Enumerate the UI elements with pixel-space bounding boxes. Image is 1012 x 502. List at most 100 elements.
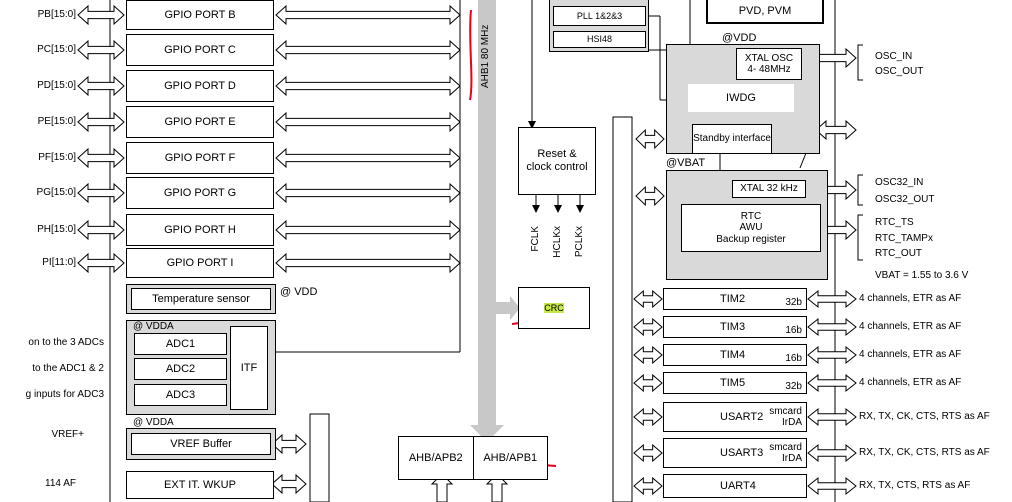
gpio-pin-label: PD[15:0] xyxy=(37,80,76,91)
usart-name: USART3 xyxy=(720,446,764,459)
bus-arrow xyxy=(635,185,665,207)
hsi48-block: HSI48 xyxy=(553,31,646,48)
clk-out-fclk: FCLK xyxy=(530,226,541,252)
gpio-port-block: GPIO PORT B xyxy=(126,0,274,30)
adc-input-3: g inputs for ADC3 xyxy=(25,389,104,400)
temperature-sensor-label: Temperature sensor xyxy=(152,292,250,305)
osc-out-pin: OSC_OUT xyxy=(875,66,924,77)
gpio-io-arrow xyxy=(77,252,125,274)
adc3-label: ADC3 xyxy=(165,388,196,401)
adc2-block: ADC2 xyxy=(134,358,227,380)
gpio-bus-arrow xyxy=(275,219,461,241)
usart-extra: smcard IrDA xyxy=(769,405,802,429)
timer-io-label: 4 channels, ETR as AF xyxy=(859,321,962,332)
gpio-io-arrow xyxy=(77,182,125,204)
vref-buffer: VREF Buffer xyxy=(131,433,271,455)
uart-io-label: RX, TX, CTS, RTS as AF xyxy=(859,480,971,491)
gpio-port-block: GPIO PORT I xyxy=(126,248,274,278)
timer-name: TIM3 xyxy=(720,320,746,333)
osc-in-pin: OSC_IN xyxy=(875,51,913,62)
xtal32-block: XTAL 32 kHz xyxy=(732,180,806,198)
pvd-block: PVD, PVM xyxy=(706,0,824,24)
xtal-osc-block: XTAL OSC 4- 48MHz xyxy=(736,48,802,80)
reset-clock-control: Reset & clock control xyxy=(518,127,596,195)
gpio-bus-arrow xyxy=(275,39,461,61)
itf-label: ITF xyxy=(240,361,258,374)
gpio-bus-arrow xyxy=(275,252,461,274)
timer-name: TIM5 xyxy=(720,376,746,389)
vref-pin: VREF+ xyxy=(51,429,84,440)
adc1-block: ADC1 xyxy=(134,333,227,355)
gpio-io-arrow xyxy=(77,147,125,169)
rtc-block: RTC AWU Backup register xyxy=(681,204,821,252)
timer-io-label: 4 channels, ETR as AF xyxy=(859,349,962,360)
gpio-bus-arrow xyxy=(275,111,461,133)
gpio-pin-label: PI[11:0] xyxy=(42,257,76,268)
iwdg-block: IWDG xyxy=(688,84,794,112)
gpio-bus-arrow xyxy=(275,75,461,97)
timer-name: TIM4 xyxy=(720,348,746,361)
vdda-label-vref: @ VDDA xyxy=(133,417,174,428)
periph-io-arrow xyxy=(807,345,857,365)
timer-bits: 32b xyxy=(785,380,802,392)
crc-label: CRC xyxy=(544,302,564,314)
ahb-bus xyxy=(478,0,496,425)
gpio-bus-arrow xyxy=(275,147,461,169)
rtc-out-pin: RTC_OUT xyxy=(875,248,923,259)
uart-block: UART4 xyxy=(663,474,807,498)
gpio-port-label: GPIO PORT H xyxy=(164,223,236,236)
ahb-apb2-label: AHB/APB2 xyxy=(408,451,463,464)
timer-bits: 16b xyxy=(785,352,802,364)
ahb-bus-label: AHB1 80 MHz xyxy=(480,24,491,88)
ahb-apb1-label: AHB/APB1 xyxy=(483,451,538,464)
vdd-label: @ VDD xyxy=(280,286,318,298)
gpio-port-label: GPIO PORT C xyxy=(164,43,236,56)
gpio-port-label: GPIO PORT F xyxy=(164,151,236,164)
usart-io-label: RX, TX, CK, CTS, RTS as AF xyxy=(859,411,990,422)
iwdg-label: IWDG xyxy=(726,91,756,104)
bus-arrow xyxy=(271,433,307,455)
adc3-block: ADC3 xyxy=(134,384,227,406)
bus-arrow xyxy=(815,119,857,141)
usart-io-label: RX, TX, CK, CTS, RTS as AF xyxy=(859,447,990,458)
exti-block: EXT IT. WKUP xyxy=(126,471,274,499)
pll-label: PLL 1&2&3 xyxy=(576,10,623,21)
timer-block: TIM5 32b xyxy=(663,372,807,394)
timer-io-label: 4 channels, ETR as AF xyxy=(859,293,962,304)
periph-bus-arrow xyxy=(633,289,663,309)
clk-out-hclk: HCLKx xyxy=(552,226,563,258)
periph-io-arrow xyxy=(807,476,857,496)
gpio-pin-label: PB[15:0] xyxy=(37,9,76,20)
bus-arrow xyxy=(271,473,307,495)
bus-arrow xyxy=(635,128,665,150)
usart-name: USART2 xyxy=(720,410,764,423)
gpio-port-block: GPIO PORT G xyxy=(126,177,274,209)
timer-bits: 32b xyxy=(785,296,802,308)
gpio-io-arrow xyxy=(77,219,125,241)
adc1-label: ADC1 xyxy=(165,337,196,350)
rtc-ts-pin: RTC_TS xyxy=(875,217,914,228)
gpio-port-label: GPIO PORT G xyxy=(163,186,237,199)
gpio-bus-arrow xyxy=(275,4,461,26)
periph-bus-arrow xyxy=(633,476,663,496)
hsi48-label: HSI48 xyxy=(586,34,612,45)
usart-block: USART3 smcard IrDA xyxy=(663,438,807,468)
itf-block: ITF xyxy=(230,326,268,410)
timer-io-label: 4 channels, ETR as AF xyxy=(859,377,962,388)
pvd-label: PVD, PVM xyxy=(738,4,792,17)
exti-af: 114 AF xyxy=(45,478,76,489)
usart-extra: smcard IrDA xyxy=(769,441,802,465)
periph-io-arrow xyxy=(807,289,857,309)
standby-interface: Standby interface xyxy=(692,124,772,154)
apb-bridge-block: AHB/APB2 AHB/APB1 xyxy=(398,436,548,480)
timer-block: TIM4 16b xyxy=(663,344,807,366)
gpio-pin-label: PH[15:0] xyxy=(37,224,76,235)
gpio-port-label: GPIO PORT I xyxy=(166,256,234,269)
gpio-pin-label: PF[15:0] xyxy=(38,152,76,163)
xtal-osc-label: XTAL OSC 4- 48MHz xyxy=(744,52,794,76)
periph-bus-arrow xyxy=(633,317,663,337)
adc-input-2: to the ADC1 & 2 xyxy=(32,363,104,374)
